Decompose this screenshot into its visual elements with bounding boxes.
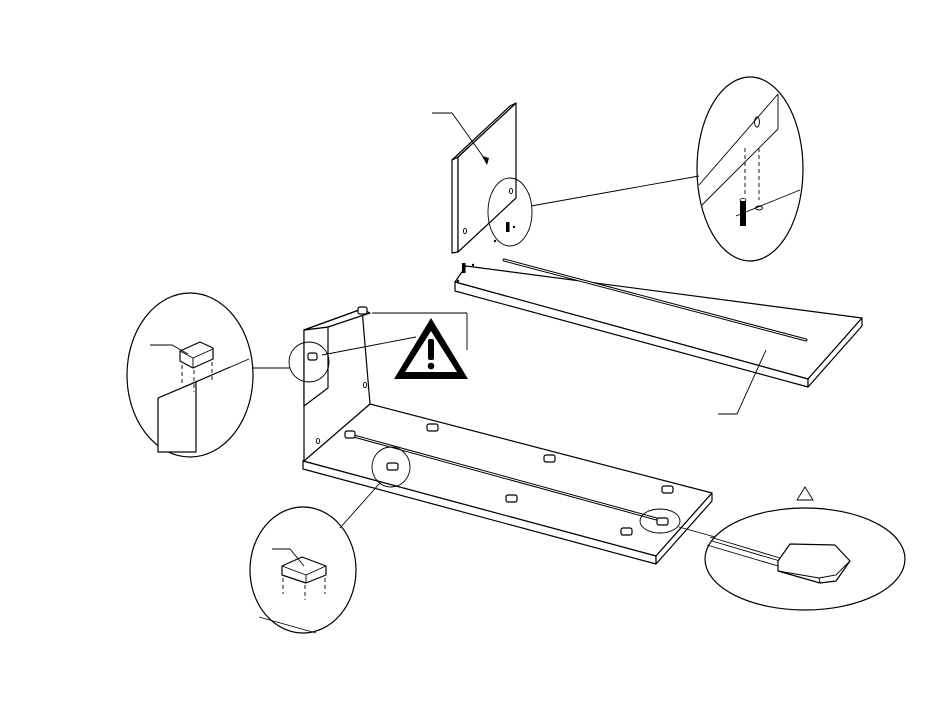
note-triangle-icon <box>797 487 813 500</box>
warning-triangle-icon <box>394 318 468 379</box>
bottom-pad-detail-circle <box>250 507 356 633</box>
corner-pad-detail-circle <box>127 293 253 457</box>
bottom-board-lower <box>303 404 712 564</box>
glide-pad-detail-ellipse <box>705 508 905 610</box>
bottom-board-upper <box>455 260 862 387</box>
dowel-detail-circle <box>697 77 803 261</box>
